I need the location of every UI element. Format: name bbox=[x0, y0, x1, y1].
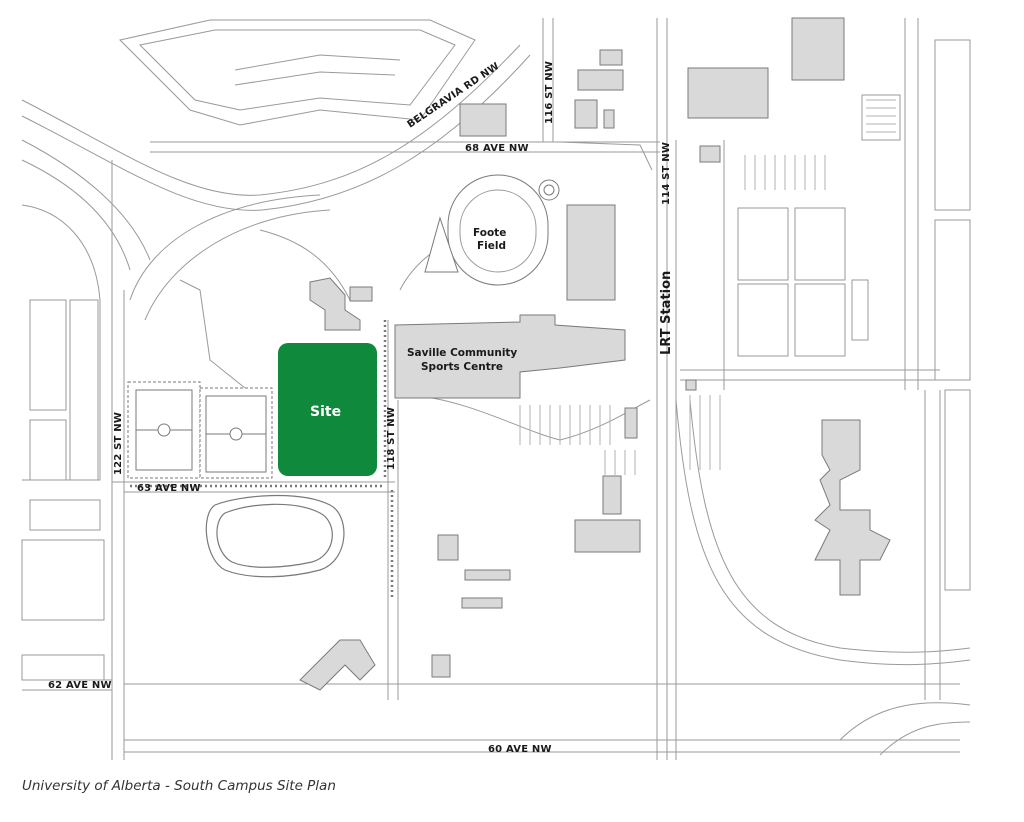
sports-fields-west bbox=[127, 381, 273, 479]
building bbox=[437, 534, 459, 561]
lrt-station-label: LRT Station bbox=[659, 271, 674, 355]
foote-field-label-2: Field bbox=[477, 240, 506, 252]
building bbox=[459, 103, 507, 137]
building bbox=[577, 69, 624, 91]
building bbox=[464, 569, 511, 581]
map-caption: University of Alberta - South Campus Sit… bbox=[22, 778, 336, 794]
tree-rows bbox=[130, 320, 394, 600]
building bbox=[599, 49, 623, 66]
buildings bbox=[299, 17, 891, 691]
building bbox=[309, 277, 361, 331]
116-st-label: 116 ST NW bbox=[544, 61, 555, 124]
building bbox=[602, 475, 622, 515]
building bbox=[349, 286, 373, 302]
residential-left bbox=[21, 204, 105, 681]
site-plan-map: BELGRAVIA RD NW 116 ST NW 68 AVE NW 114 … bbox=[21, 17, 971, 760]
sports-fields-east bbox=[737, 94, 901, 357]
62-ave-label: 62 AVE NW bbox=[48, 680, 112, 691]
foote-field bbox=[424, 174, 560, 286]
foote-field-label-1: Foote bbox=[473, 227, 506, 239]
building bbox=[699, 145, 721, 163]
building bbox=[814, 419, 891, 596]
oval-pond bbox=[205, 494, 345, 578]
building bbox=[687, 67, 769, 119]
residential-right bbox=[839, 39, 971, 756]
saville-label-2: Sports Centre bbox=[421, 361, 503, 373]
building bbox=[791, 17, 845, 81]
parking-lots bbox=[519, 99, 896, 475]
114-st-label: 114 ST NW bbox=[661, 142, 672, 205]
building bbox=[685, 379, 697, 391]
68-ave-label: 68 AVE NW bbox=[465, 143, 529, 154]
saville-centre-building bbox=[394, 314, 626, 399]
118-st-label: 118 ST NW bbox=[386, 407, 397, 470]
saville-label-1: Saville Community bbox=[407, 347, 517, 359]
residential-top-left bbox=[119, 19, 476, 126]
site-parcel bbox=[278, 343, 377, 476]
60-ave-label: 60 AVE NW bbox=[488, 744, 552, 755]
building bbox=[603, 109, 615, 129]
building bbox=[461, 597, 503, 609]
122-st-label: 122 ST NW bbox=[113, 412, 124, 475]
63-ave-label: 63 AVE NW bbox=[137, 483, 201, 494]
building bbox=[574, 519, 641, 553]
building bbox=[431, 654, 451, 678]
building bbox=[624, 407, 638, 439]
site-label: Site bbox=[310, 404, 341, 420]
building bbox=[574, 99, 598, 129]
building bbox=[299, 639, 376, 691]
building bbox=[566, 204, 616, 301]
